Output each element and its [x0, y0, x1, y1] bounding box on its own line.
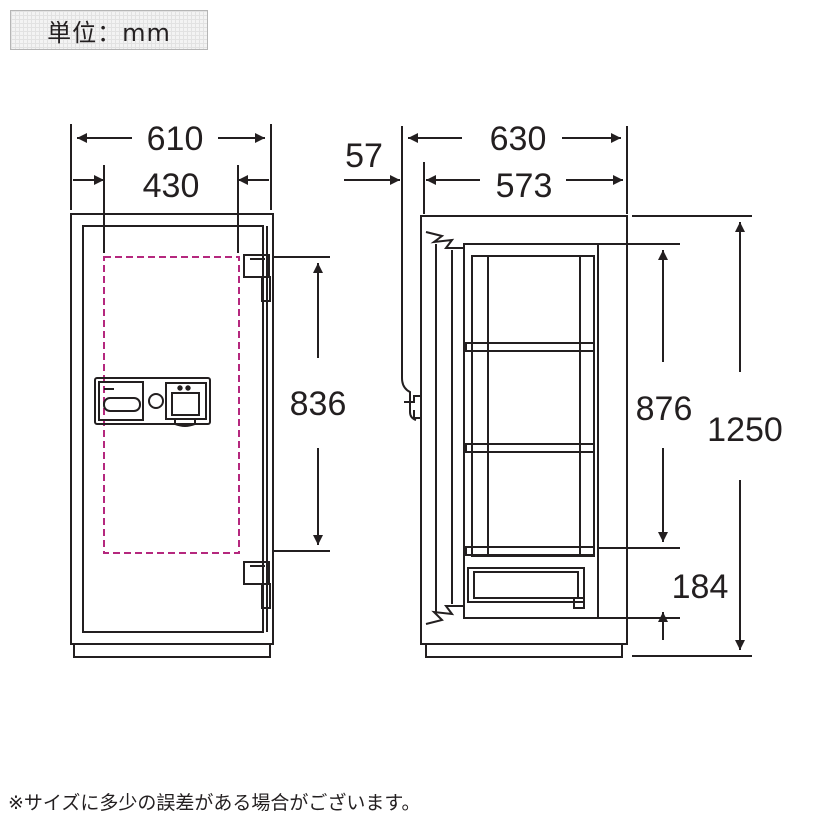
- dial-icon: [148, 393, 164, 409]
- door-handle-icon: [404, 395, 422, 419]
- front-outer-body: [70, 213, 274, 645]
- footnote: ※サイズに多少の誤差がある場合がございます。: [8, 792, 421, 814]
- side-total-depth-label: 630: [490, 120, 547, 158]
- front-dimensions: [70, 124, 330, 552]
- front-total-width-label: 610: [147, 120, 204, 158]
- front-inner-height-label: 836: [290, 385, 347, 423]
- front-inner-width-label: 430: [143, 167, 200, 205]
- hinge-bottom: [243, 561, 271, 609]
- lock-panel: [94, 377, 211, 427]
- indicator-light-icon: [177, 385, 183, 391]
- shelf-1: [465, 342, 595, 352]
- total-height-label: 1250: [707, 411, 783, 449]
- front-base: [73, 643, 271, 658]
- open-door-outline: [401, 126, 417, 421]
- hinge-top: [243, 254, 271, 302]
- inner-cabinet-frame: [471, 255, 595, 557]
- door-seal-zigzag: [425, 231, 465, 625]
- front-door-panel: [82, 225, 264, 633]
- side-drawer-height-label: 184: [672, 568, 729, 606]
- lock-handle-icon: [174, 419, 196, 427]
- dashed-storage-area: [103, 256, 240, 554]
- drawer: [467, 567, 585, 609]
- side-base: [425, 643, 623, 658]
- side-view: [401, 126, 628, 658]
- shelf-2: [465, 443, 595, 453]
- side-inner-height-label: 876: [636, 390, 693, 428]
- interior-cavity: [463, 243, 599, 619]
- front-view: [70, 213, 274, 658]
- side-door-thickness-label: 57: [345, 137, 383, 175]
- side-inner-depth-label: 573: [496, 167, 553, 205]
- unit-label: 単位：mm: [10, 10, 208, 50]
- shelf-3: [465, 546, 595, 556]
- side-dimensions: [344, 126, 752, 657]
- indicator-light-icon: [185, 385, 191, 391]
